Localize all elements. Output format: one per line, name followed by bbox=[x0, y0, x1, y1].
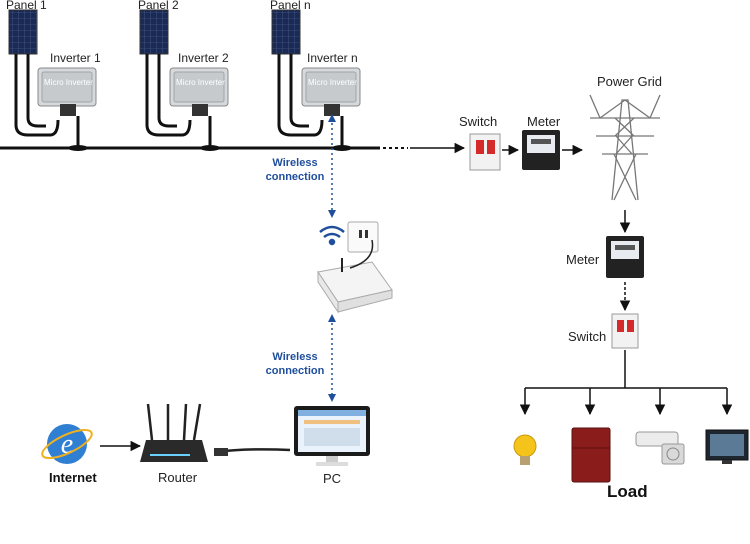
ac-bus bbox=[0, 142, 466, 154]
router-label: Router bbox=[158, 470, 198, 485]
wifi-icon bbox=[319, 225, 345, 246]
solar-panel-1 bbox=[8, 9, 38, 55]
load-switch bbox=[611, 313, 639, 349]
ethernet-cable bbox=[213, 448, 291, 456]
television-icon bbox=[705, 429, 749, 464]
panel-cables bbox=[14, 54, 324, 137]
inverter-drop-cables bbox=[76, 116, 344, 148]
pc-monitor-icon bbox=[294, 406, 370, 466]
load-title: Load bbox=[607, 482, 648, 501]
panel-2-label: Panel 2 bbox=[138, 0, 179, 12]
router-icon bbox=[140, 403, 208, 462]
wireless-label-bottom: Wireless connection bbox=[265, 351, 325, 377]
load-meter bbox=[606, 236, 644, 278]
inverter-1-brand: Micro Inverter bbox=[44, 78, 93, 87]
air-conditioner-icon bbox=[635, 431, 685, 465]
wireless-links bbox=[328, 114, 336, 402]
internet-label: Internet bbox=[49, 470, 97, 485]
power-grid-label: Power Grid bbox=[597, 74, 663, 89]
load-meter-label: Meter bbox=[566, 252, 600, 267]
wall-socket-icon bbox=[347, 221, 379, 253]
power-grid-tower bbox=[589, 94, 661, 201]
load-distribution bbox=[519, 350, 733, 416]
load-switch-label: Switch bbox=[568, 329, 607, 344]
inverter-n bbox=[301, 67, 361, 116]
inverter-n-brand: Micro Inverter bbox=[308, 78, 357, 87]
refrigerator-icon bbox=[571, 427, 611, 483]
inverter-1 bbox=[37, 67, 97, 116]
grid-switch bbox=[469, 133, 501, 171]
inverter-2-label: Inverter 2 bbox=[178, 51, 229, 65]
wireless-label-top: Wireless connection bbox=[265, 157, 325, 183]
panel-n-label: Panel n bbox=[270, 0, 311, 12]
panel-1-label: Panel 1 bbox=[6, 0, 47, 12]
inverter-n-label: Inverter n bbox=[307, 51, 358, 65]
solar-panel-2 bbox=[139, 9, 169, 55]
inverter-2-brand: Micro Inverter bbox=[176, 78, 225, 87]
pc-label: PC bbox=[323, 471, 342, 486]
monitoring-gateway bbox=[317, 239, 393, 314]
bulb-icon bbox=[513, 434, 537, 465]
internet-icon: e bbox=[41, 424, 93, 464]
grid-meter bbox=[522, 130, 560, 170]
inverter-2 bbox=[169, 67, 229, 116]
inverter-1-label: Inverter 1 bbox=[50, 51, 101, 65]
grid-switch-label: Switch bbox=[459, 114, 498, 129]
solar-panel-n bbox=[271, 9, 301, 55]
grid-meter-label: Meter bbox=[527, 114, 561, 129]
